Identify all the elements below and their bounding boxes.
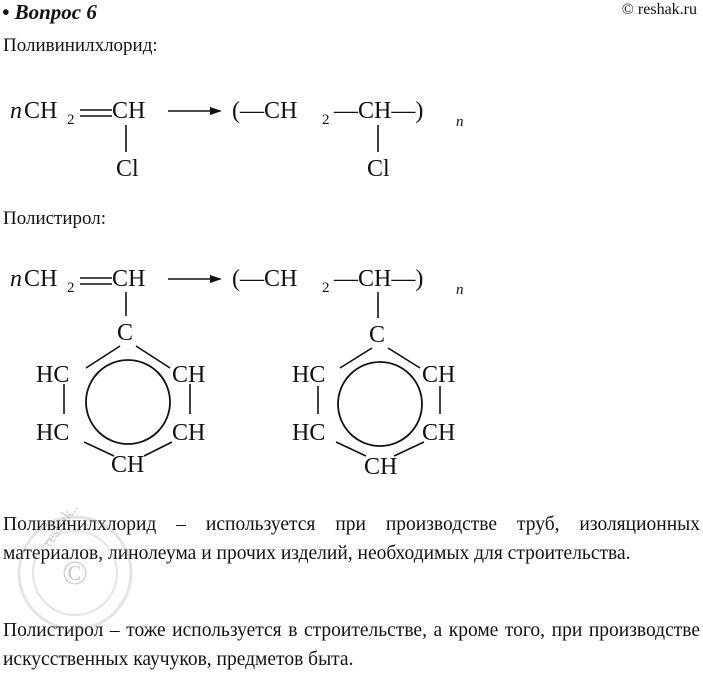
ps-label: Полистирол: [3, 208, 107, 229]
ps-polymer-ch1: CH [422, 362, 455, 388]
paragraph-ps-usage: Полистирол – тоже используется в строите… [3, 620, 700, 670]
ps-monomer-sub2: 2 [67, 280, 75, 296]
ps-monomer-hc2: HC [36, 420, 69, 446]
ps-monomer-ch: CH [112, 266, 145, 292]
ps-polymer-aromatic-ring [337, 361, 423, 447]
ps-reaction-diagram: n CH 2 CH C HC CH HC CH CH (—CH 2 —CH—) … [10, 266, 464, 480]
ps-monomer-c: C [117, 320, 133, 346]
ps-polymer-mid: —CH—) [333, 266, 423, 292]
paragraph-pvc-usage: Поливинилхлорид – используется при произ… [3, 514, 700, 564]
question-title: • Вопрос 6 [2, 0, 97, 24]
pvc-polymer-sub2: 2 [322, 112, 330, 128]
ps-polymer-hc1: HC [292, 362, 325, 388]
ps-monomer-ch2: CH [24, 266, 57, 292]
ps-polymer-n: n [456, 282, 464, 298]
pvc-arrow-head [210, 107, 222, 115]
pvc-reaction-diagram: n CH 2 CH Cl (—CH 2 —CH—) n Cl [10, 98, 464, 182]
ps-monomer-ch2b: CH [172, 420, 205, 446]
ps-monomer-hc1: HC [36, 362, 69, 388]
pvc-monomer-n: n [10, 98, 22, 124]
pvc-monomer-sub2: 2 [67, 112, 75, 128]
ps-polymer-c: C [369, 322, 385, 348]
ps-polymer-ch3: CH [364, 454, 397, 480]
ps-polymer-ch2b: CH [422, 420, 455, 446]
ps-monomer-aromatic-ring [85, 359, 171, 445]
ps-arrow-head [210, 275, 222, 283]
ps-monomer-ch1: CH [172, 362, 205, 388]
site-watermark: © reshak.ru [621, 1, 697, 18]
pvc-polymer-open: (—CH [232, 98, 297, 124]
pvc-polymer-mid: —CH—) [333, 98, 423, 124]
pvc-polymer-cl: Cl [367, 156, 390, 182]
pvc-polymer-n: n [456, 114, 464, 130]
ps-monomer-n: n [10, 266, 22, 292]
ps-monomer-ch3: CH [111, 452, 144, 478]
pvc-monomer-ch2: CH [24, 98, 57, 124]
ps-polymer-hc2: HC [292, 420, 325, 446]
pvc-monomer-ch: CH [112, 98, 145, 124]
ps-polymer-open: (—CH [232, 266, 297, 292]
pvc-label: Поливинилхлорид: [3, 35, 158, 56]
pvc-monomer-cl: Cl [116, 156, 139, 182]
ps-polymer-sub2: 2 [322, 280, 330, 296]
